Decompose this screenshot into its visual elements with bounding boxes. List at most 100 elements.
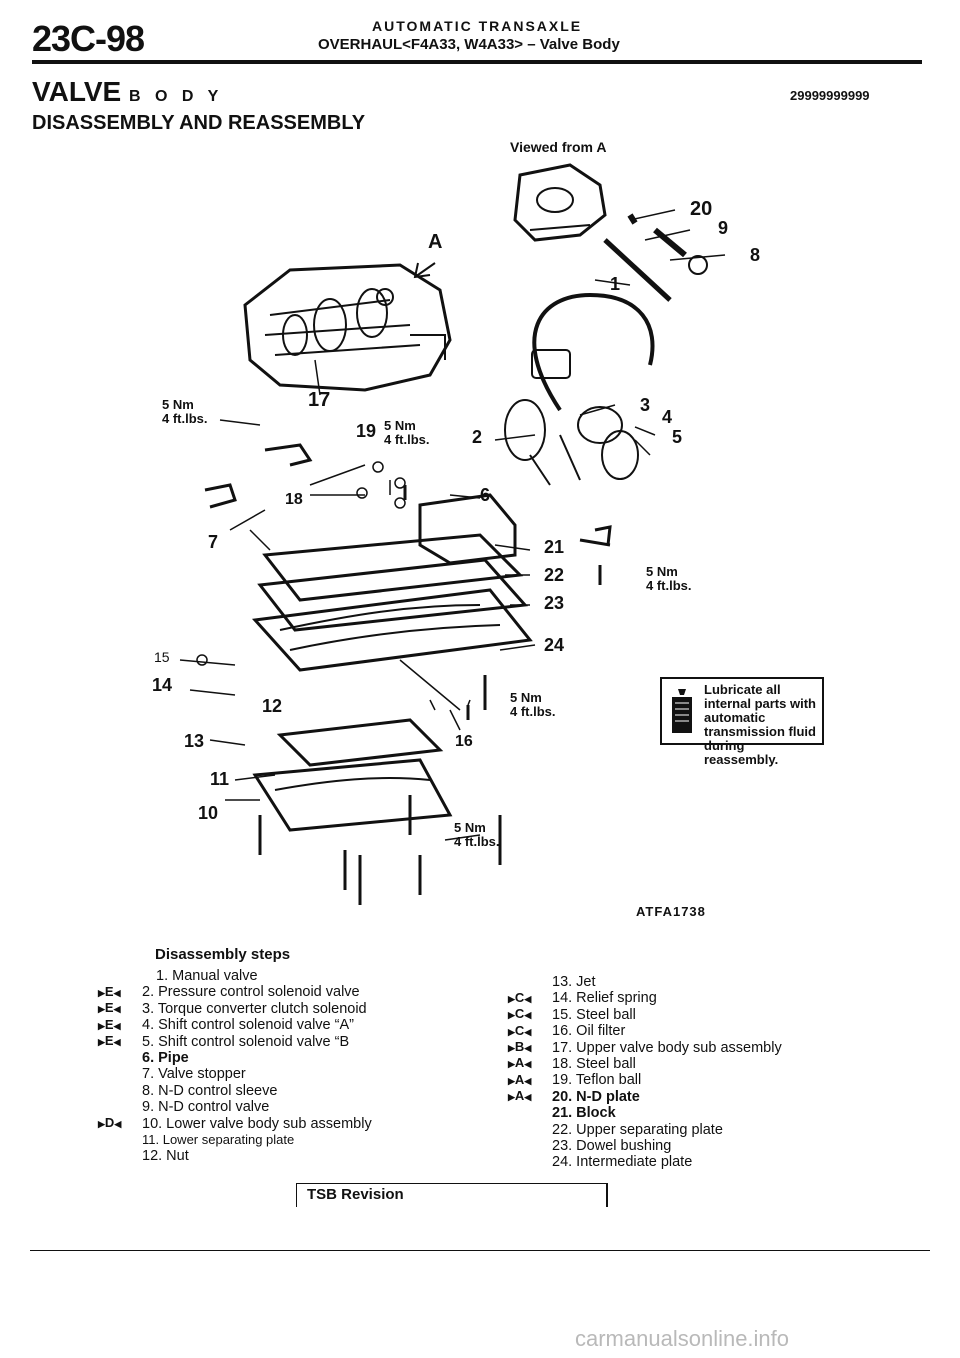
step-text: 10. Lower valve body sub assembly (142, 1115, 372, 1132)
figure-code: ATFA1738 (636, 904, 706, 919)
callout-12: 12 (262, 696, 283, 716)
step-text: 21. Block (552, 1105, 616, 1122)
step-text: 19. Teflon ball (552, 1072, 642, 1089)
callout-2: 2 (472, 427, 483, 447)
callout-14: 14 (152, 675, 173, 695)
leader-lines (179, 209, 726, 841)
marker-badge: ▶C◀ (508, 1022, 532, 1038)
step-item: ▶A◀ 20. N-D plate (508, 1088, 848, 1105)
marker-badge: ▶B◀ (508, 1039, 532, 1055)
lubrication-note: Lubricate all internal parts with automa… (660, 677, 824, 767)
valve-body-illustration (179, 163, 726, 905)
step-text: 18. Steel ball (552, 1055, 636, 1072)
view-letter: A (428, 231, 443, 253)
steps-left-column: 1. Manual valve ▶E◀ 2. Pressure control s… (98, 968, 438, 1165)
step-text: 12. Nut (142, 1148, 189, 1165)
step-text: 3. Torque converter clutch solenoid (142, 1000, 367, 1017)
upper-valve-body-drawing (243, 263, 452, 392)
step-item: ▶C◀ 16. Oil filter (508, 1022, 848, 1040)
marker-badge: ▶E◀ (98, 983, 121, 999)
marker-badge: ▶C◀ (508, 1006, 532, 1022)
step-item: ▶E◀4. Shift control solenoid valve “A” (98, 1017, 438, 1034)
inset-view-drawing (513, 163, 708, 302)
step-text: 6. Pipe (142, 1049, 189, 1066)
marker-badge: ▶E◀ (98, 1033, 121, 1049)
tsb-revision: TSB Revision (296, 1183, 608, 1207)
lubrication-note-text: Lubricate all internal parts with automa… (704, 682, 816, 767)
step-text: 23. Dowel bushing (552, 1137, 672, 1154)
step-text: 2. Pressure control solenoid valve (142, 984, 360, 1001)
code-number: 29999999999 (790, 88, 870, 103)
step-text: 14. Relief spring (552, 990, 657, 1007)
step-text: 15. Steel ball (552, 1006, 636, 1023)
page-number: 23C-98 (32, 18, 145, 59)
callout-10: 10 (198, 803, 219, 823)
step-text: 1. Manual valve (156, 968, 258, 984)
step-item: ▶A◀ 19. Teflon ball (508, 1071, 848, 1089)
step-text: 20. N-D plate (552, 1088, 640, 1105)
step-text: 11. Lower separating plate (142, 1131, 295, 1147)
solenoid-harness-drawing (504, 292, 655, 486)
page-title-main: VALVE (32, 76, 122, 107)
marker-badge: ▶E◀ (98, 1000, 121, 1016)
steel-balls-drawing (196, 461, 406, 666)
callout-15: 15 (154, 649, 170, 665)
step-text: 17. Upper valve body sub assembly (552, 1039, 782, 1056)
step-item: 21. Block (508, 1105, 848, 1121)
viewed-from-label: Viewed from A (510, 139, 607, 155)
step-item: ▶E◀ 3. Torque converter clutch solenoid (98, 1000, 438, 1017)
step-text: 5. Shift control solenoid valve “B (142, 1033, 350, 1050)
callout-19: 19 (356, 421, 377, 441)
callout-5: 5 (672, 427, 683, 447)
oil-can-icon (672, 689, 692, 733)
marker-badge: ▶A◀ (508, 1088, 532, 1104)
step-text: 13. Jet (552, 974, 596, 990)
section-subtitle: OVERHAUL<F4A33, W4A33> – Valve Body (318, 36, 620, 53)
step-item: 13. Jet (508, 974, 848, 990)
step-text: 8. N-D control sleeve (142, 1082, 278, 1099)
steps-right-column: 13. Jet ▶C◀14. Relief spring ▶C◀15. Stee… (508, 974, 848, 1171)
step-item: ▶E◀ 5. Shift control solenoid valve “B (98, 1033, 438, 1050)
step-text: 16. Oil filter (552, 1023, 626, 1040)
marker-badge: ▶D◀ (98, 1115, 122, 1131)
step-item: ▶B◀ 17. Upper valve body sub assembly (508, 1039, 848, 1056)
watermark: carmanualsonline.info (575, 1326, 790, 1351)
callout-3: 3 (640, 395, 651, 415)
step-item: 6. Pipe (98, 1050, 438, 1066)
callout-1: 1 (610, 274, 621, 294)
torque-spec-4: 5 Nm 4 ft.lbs. (510, 691, 556, 719)
callout-17: 17 (308, 389, 331, 411)
block-drawing (418, 493, 517, 565)
page-title-small: B O D Y (128, 88, 224, 105)
step-item: 12. Nut (98, 1148, 438, 1164)
step-item: 8. N-D control sleeve (98, 1083, 438, 1099)
step-item: ▶C◀ 15. Steel ball (508, 1006, 848, 1023)
step-text: 4. Shift control solenoid valve “A” (142, 1017, 354, 1034)
callout-4: 4 (662, 407, 673, 427)
torque-nm: 5 Nm (454, 820, 486, 835)
steps-heading: Disassembly steps (155, 946, 291, 963)
torque-nm: 5 Nm (384, 418, 416, 433)
marker-badge: ▶A◀ (508, 1071, 532, 1087)
step-text: 7. Valve stopper (142, 1066, 246, 1083)
torque-nm: 5 Nm (510, 690, 542, 705)
step-item: 9. N-D control valve (98, 1099, 438, 1115)
callout-7: 7 (208, 532, 219, 552)
torque-nm: 5 Nm (162, 397, 194, 412)
callout-22: 22 (544, 565, 565, 585)
torque-ftlb: 4 ft.lbs. (646, 578, 692, 593)
step-item: 1. Manual valve (98, 968, 438, 984)
step-item: 22. Upper separating plate (508, 1122, 848, 1138)
torque-spec-1: 5 Nm 4 ft.lbs. (162, 398, 208, 426)
torque-nm: 5 Nm (646, 564, 678, 579)
callout-23: 23 (544, 593, 565, 613)
bracket-drawing (204, 443, 612, 546)
torque-spec-2: 5 Nm 4 ft.lbs. (384, 419, 430, 447)
callout-24: 24 (544, 635, 565, 655)
step-item: 11. Lower separating plate (98, 1132, 438, 1148)
callout-20: 20 (690, 198, 713, 220)
step-item: ▶C◀14. Relief spring (508, 990, 848, 1007)
section-heading: DISASSEMBLY AND REASSEMBLY (32, 112, 366, 134)
step-item: ▶D◀ 10. Lower valve body sub assembly (98, 1115, 438, 1132)
callout-16: 16 (455, 733, 473, 750)
